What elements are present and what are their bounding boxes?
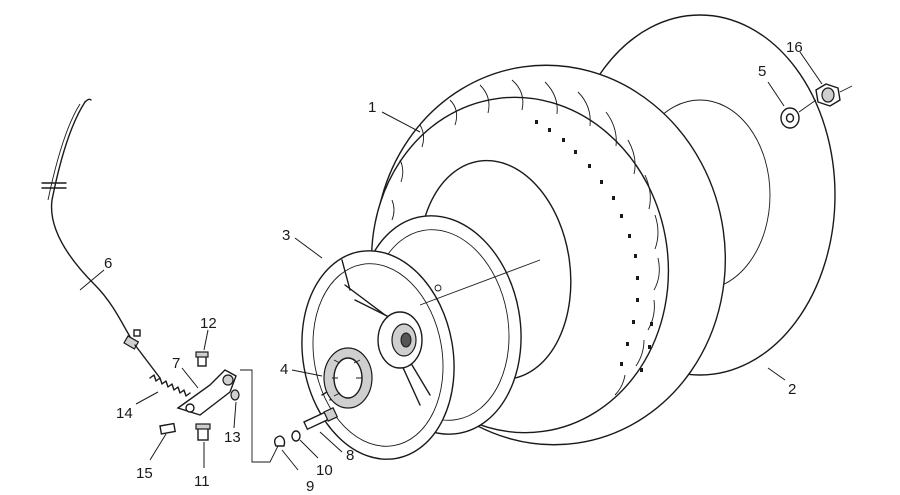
callout-8: 8 bbox=[346, 447, 354, 464]
lever-nut-13 bbox=[230, 389, 240, 401]
callout-5: 5 bbox=[758, 63, 766, 80]
tyre-tread-dots bbox=[535, 120, 653, 372]
axle-line bbox=[419, 259, 541, 306]
leader-lines bbox=[79, 51, 823, 471]
axle-nut bbox=[815, 83, 853, 107]
adjust-bolt bbox=[303, 406, 339, 431]
callout-16: 16 bbox=[786, 39, 803, 56]
callout-14: 14 bbox=[116, 405, 133, 422]
clip bbox=[273, 435, 286, 447]
callout-11: 11 bbox=[194, 473, 210, 490]
brake-lever bbox=[176, 369, 237, 416]
callout-2: 2 bbox=[788, 381, 796, 398]
return-spring bbox=[149, 374, 191, 397]
callout-7: 7 bbox=[172, 355, 180, 372]
callout-10: 10 bbox=[316, 462, 333, 479]
brake-cable bbox=[41, 98, 161, 379]
pin-15 bbox=[159, 422, 176, 435]
lever-bolt-12 bbox=[195, 351, 209, 367]
callout-4: 4 bbox=[280, 361, 288, 378]
callout-6: 6 bbox=[104, 255, 112, 272]
small-washer bbox=[291, 430, 301, 442]
callout-1: 1 bbox=[368, 99, 376, 116]
callout-12: 12 bbox=[200, 315, 217, 332]
brake-drum bbox=[323, 347, 373, 409]
callout-13: 13 bbox=[224, 429, 241, 446]
callout-9: 9 bbox=[306, 478, 314, 495]
wheel-rim bbox=[301, 250, 455, 460]
washer bbox=[780, 107, 800, 129]
callout-15: 15 bbox=[136, 465, 153, 482]
assembly-bracket bbox=[240, 369, 279, 463]
callout-labels: 1 2 3 4 5 6 7 8 9 10 11 12 13 14 15 16 bbox=[104, 39, 803, 495]
tyre-tread bbox=[391, 79, 660, 396]
callout-3: 3 bbox=[282, 227, 290, 244]
lever-bolt-11 bbox=[195, 423, 211, 441]
